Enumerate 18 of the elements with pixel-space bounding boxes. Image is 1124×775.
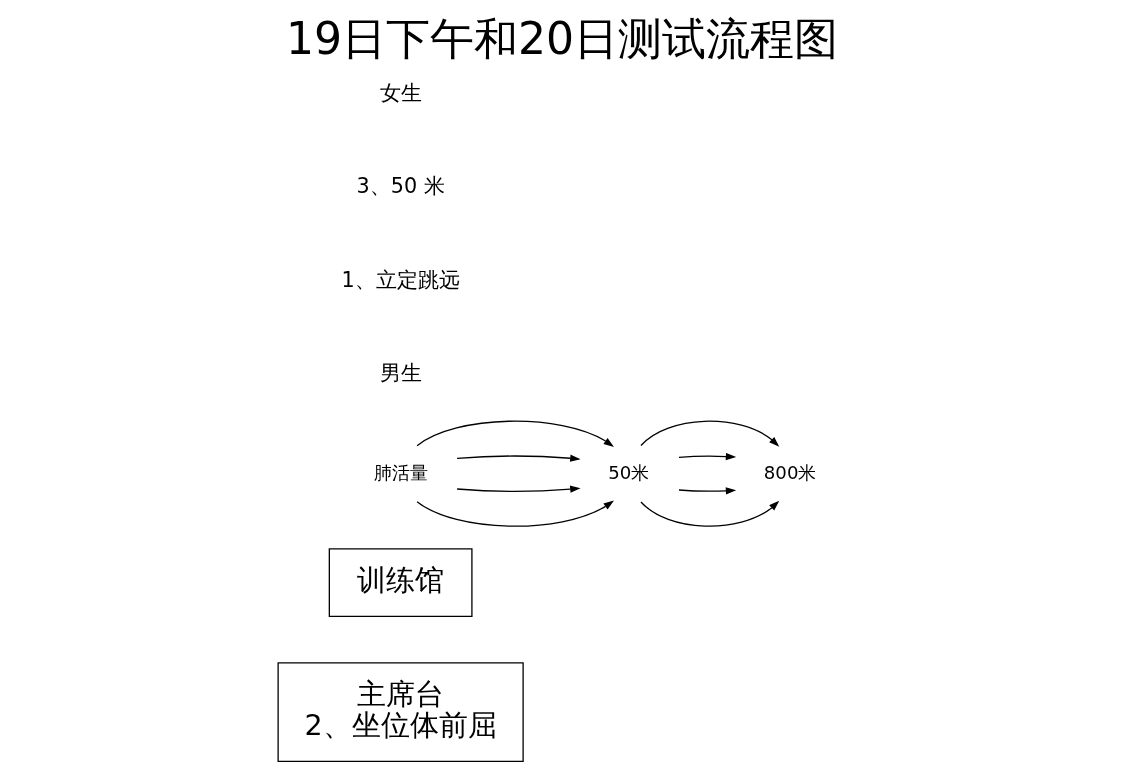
node-box: 主席台 2、坐位体前屈	[277, 662, 524, 763]
arrow	[456, 485, 581, 493]
label: 1、立定跳远	[341, 267, 460, 292]
arrow	[640, 420, 780, 447]
arrow	[416, 500, 614, 527]
node-text: 肺活量	[373, 461, 428, 483]
label: 女生	[379, 81, 422, 106]
diagram-title: 19日下午和20日测试流程图	[285, 12, 839, 64]
arrow	[678, 487, 737, 495]
node-box: 训练馆	[328, 548, 473, 617]
label: 男生	[379, 361, 422, 386]
node-text: 50米	[608, 461, 650, 483]
arrow	[678, 452, 737, 461]
arrow	[456, 454, 581, 462]
node-text: 800米	[763, 461, 817, 483]
arrow	[640, 500, 780, 527]
label: 3、50 米	[356, 174, 445, 199]
arrow	[416, 420, 614, 447]
